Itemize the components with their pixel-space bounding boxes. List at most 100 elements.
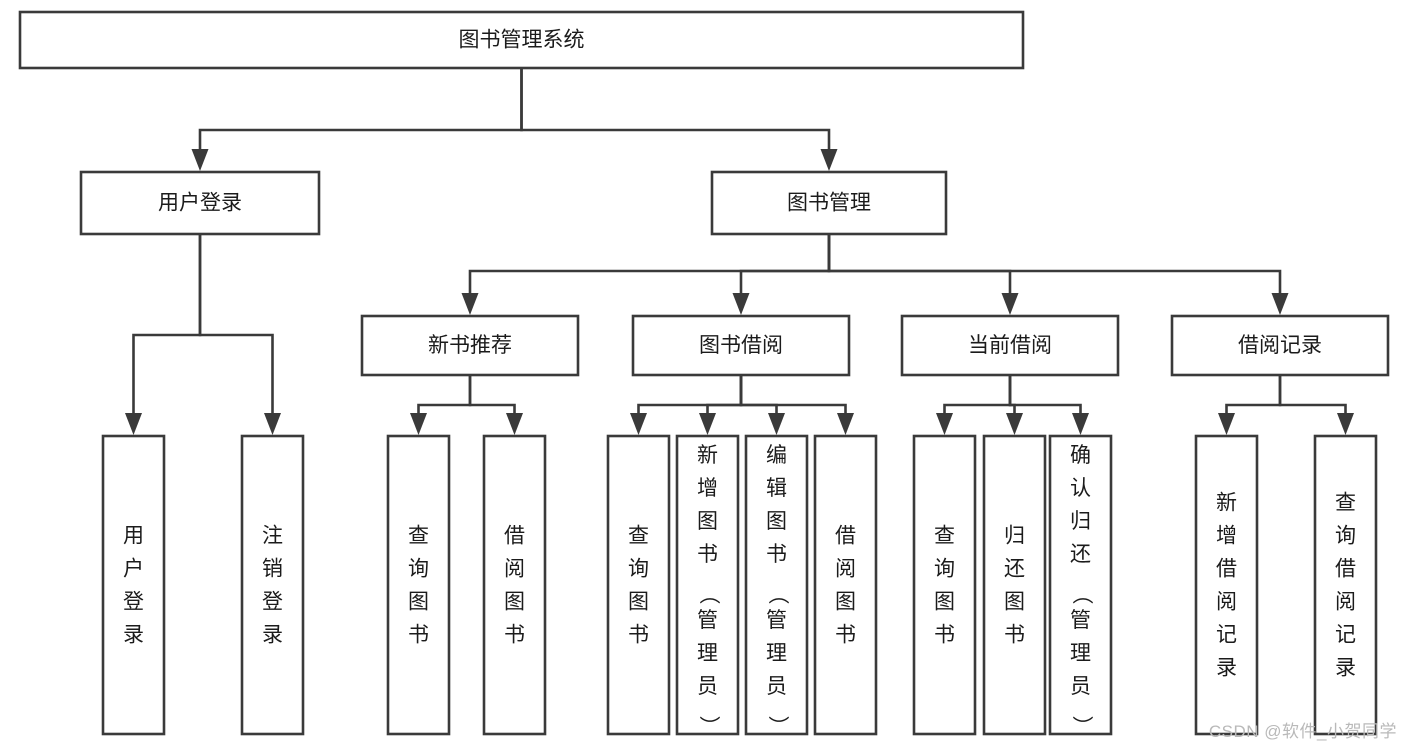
connector-login-to-leaf1 (125, 234, 202, 435)
arrow-head-icon (936, 413, 953, 435)
nodes-layer: 图书管理系统用户登录图书管理新书推荐图书借阅当前借阅借阅记录用户登录注销登录查询… (18, 10, 1390, 737)
node-box-login[interactable] (79, 170, 321, 236)
arrow-head-icon (699, 413, 716, 435)
node-label-leaf2: 注销登录 (262, 525, 283, 647)
svg-text:）: ） (766, 716, 789, 737)
arrow-head-icon (1006, 413, 1023, 435)
node-leaf7[interactable]: （ ） 编辑图书管理员 (744, 434, 809, 737)
arrow-head-icon (630, 413, 647, 435)
node-box-newbook[interactable] (360, 314, 580, 377)
node-box-leaf6[interactable] (675, 434, 740, 736)
connector-bookmgmt-to-newbook (461, 234, 831, 315)
node-record[interactable]: 借阅记录 (1170, 314, 1390, 377)
connector-bookmgmt-to-borrow (732, 234, 831, 315)
node-label-leaf3: 查询图书 (408, 525, 429, 647)
node-label-login: 用户登录 (158, 192, 242, 215)
node-label-current: 当前借阅 (968, 334, 1052, 357)
node-label-leaf4: 借阅图书 (504, 525, 525, 647)
node-box-leaf10[interactable] (982, 434, 1047, 736)
node-box-leaf9[interactable] (912, 434, 977, 736)
node-leaf13[interactable]: 查询借阅记录 (1313, 434, 1378, 736)
node-box-leaf4[interactable] (482, 434, 547, 736)
connector-newbook-to-leaf4 (468, 375, 523, 435)
arrow-head-icon (410, 413, 427, 435)
node-leaf9[interactable]: 查询图书 (912, 434, 977, 736)
node-label-leaf8: 借阅图书 (835, 525, 856, 647)
node-leaf8[interactable]: 借阅图书 (813, 434, 878, 736)
node-box-leaf2[interactable] (240, 434, 305, 736)
connector-current-to-leaf11 (1008, 375, 1089, 435)
node-leaf3[interactable]: 查询图书 (386, 434, 451, 736)
node-box-borrow[interactable] (631, 314, 851, 377)
arrow-head-icon (732, 293, 750, 315)
node-label-root: 图书管理系统 (459, 29, 585, 52)
arrow-head-icon (191, 149, 209, 171)
node-box-leaf12[interactable] (1194, 434, 1259, 736)
node-borrow[interactable]: 图书借阅 (631, 314, 851, 377)
svg-text:）: ） (697, 716, 720, 737)
svg-text:（: （ (1070, 584, 1093, 605)
node-newbook[interactable]: 新书推荐 (360, 314, 580, 377)
node-label-leaf9: 查询图书 (934, 525, 955, 647)
node-bookmgmt[interactable]: 图书管理 (710, 170, 948, 236)
node-label-bookmgmt: 图书管理 (787, 192, 871, 215)
node-leaf10[interactable]: 归还图书 (982, 434, 1047, 736)
connectors-layer (125, 68, 1354, 435)
node-leaf6[interactable]: （ ） 新增图书管理员 (675, 434, 740, 737)
arrow-head-icon (506, 413, 523, 435)
node-leaf12[interactable]: 新增借阅记录 (1194, 434, 1259, 736)
arrow-head-icon (1218, 413, 1235, 435)
arrow-head-icon (1271, 293, 1289, 315)
arrow-head-icon (1072, 413, 1089, 435)
arrow-head-icon (264, 413, 281, 435)
arrow-head-icon (837, 413, 854, 435)
node-box-root[interactable] (18, 10, 1025, 70)
node-label-leaf1: 用户登录 (123, 525, 144, 647)
node-root[interactable]: 图书管理系统 (18, 10, 1025, 70)
node-label-leaf10: 归还图书 (1004, 525, 1025, 647)
node-box-leaf5[interactable] (606, 434, 671, 736)
arrow-head-icon (461, 293, 479, 315)
arrow-head-icon (1337, 413, 1354, 435)
node-label-newbook: 新书推荐 (428, 334, 512, 357)
node-label-leaf12: 新增借阅记录 (1216, 492, 1237, 680)
svg-text:）: ） (1070, 716, 1093, 737)
node-leaf5[interactable]: 查询图书 (606, 434, 671, 736)
connector-borrow-to-leaf8 (739, 375, 854, 435)
node-box-bookmgmt[interactable] (710, 170, 948, 236)
connector-newbook-to-leaf3 (410, 375, 472, 435)
svg-text:（: （ (697, 584, 720, 605)
connector-record-to-leaf13 (1278, 375, 1354, 435)
node-leaf1[interactable]: 用户登录 (101, 434, 166, 736)
node-label-borrow: 图书借阅 (699, 334, 783, 357)
connector-root-to-bookmgmt (520, 68, 838, 171)
node-box-leaf1[interactable] (101, 434, 166, 736)
node-current[interactable]: 当前借阅 (900, 314, 1120, 377)
node-box-record[interactable] (1170, 314, 1390, 377)
svg-text:（: （ (766, 584, 789, 605)
node-leaf4[interactable]: 借阅图书 (482, 434, 547, 736)
node-box-current[interactable] (900, 314, 1120, 377)
node-label-record: 借阅记录 (1238, 334, 1322, 357)
node-leaf11[interactable]: （）确认归还管理员 (1048, 434, 1113, 737)
connector-current-to-leaf9 (936, 375, 1012, 435)
node-label-leaf6: 新增图书管理员 (697, 444, 718, 698)
arrow-head-icon (1001, 293, 1019, 315)
connector-bookmgmt-to-current (827, 234, 1019, 315)
node-box-leaf7[interactable] (744, 434, 809, 736)
node-label-leaf13: 查询借阅记录 (1335, 492, 1356, 680)
node-box-leaf13[interactable] (1313, 434, 1378, 736)
node-box-leaf3[interactable] (386, 434, 451, 736)
node-label-leaf7: 编辑图书管理员 (766, 444, 787, 698)
node-label-leaf5: 查询图书 (628, 525, 649, 647)
arrow-head-icon (768, 413, 785, 435)
node-login[interactable]: 用户登录 (79, 170, 321, 236)
connector-login-to-leaf2 (198, 234, 281, 435)
node-box-leaf11[interactable] (1048, 434, 1113, 736)
node-leaf2[interactable]: 注销登录 (240, 434, 305, 736)
arrow-head-icon (820, 149, 838, 171)
node-box-leaf8[interactable] (813, 434, 878, 736)
connector-record-to-leaf12 (1218, 375, 1282, 435)
